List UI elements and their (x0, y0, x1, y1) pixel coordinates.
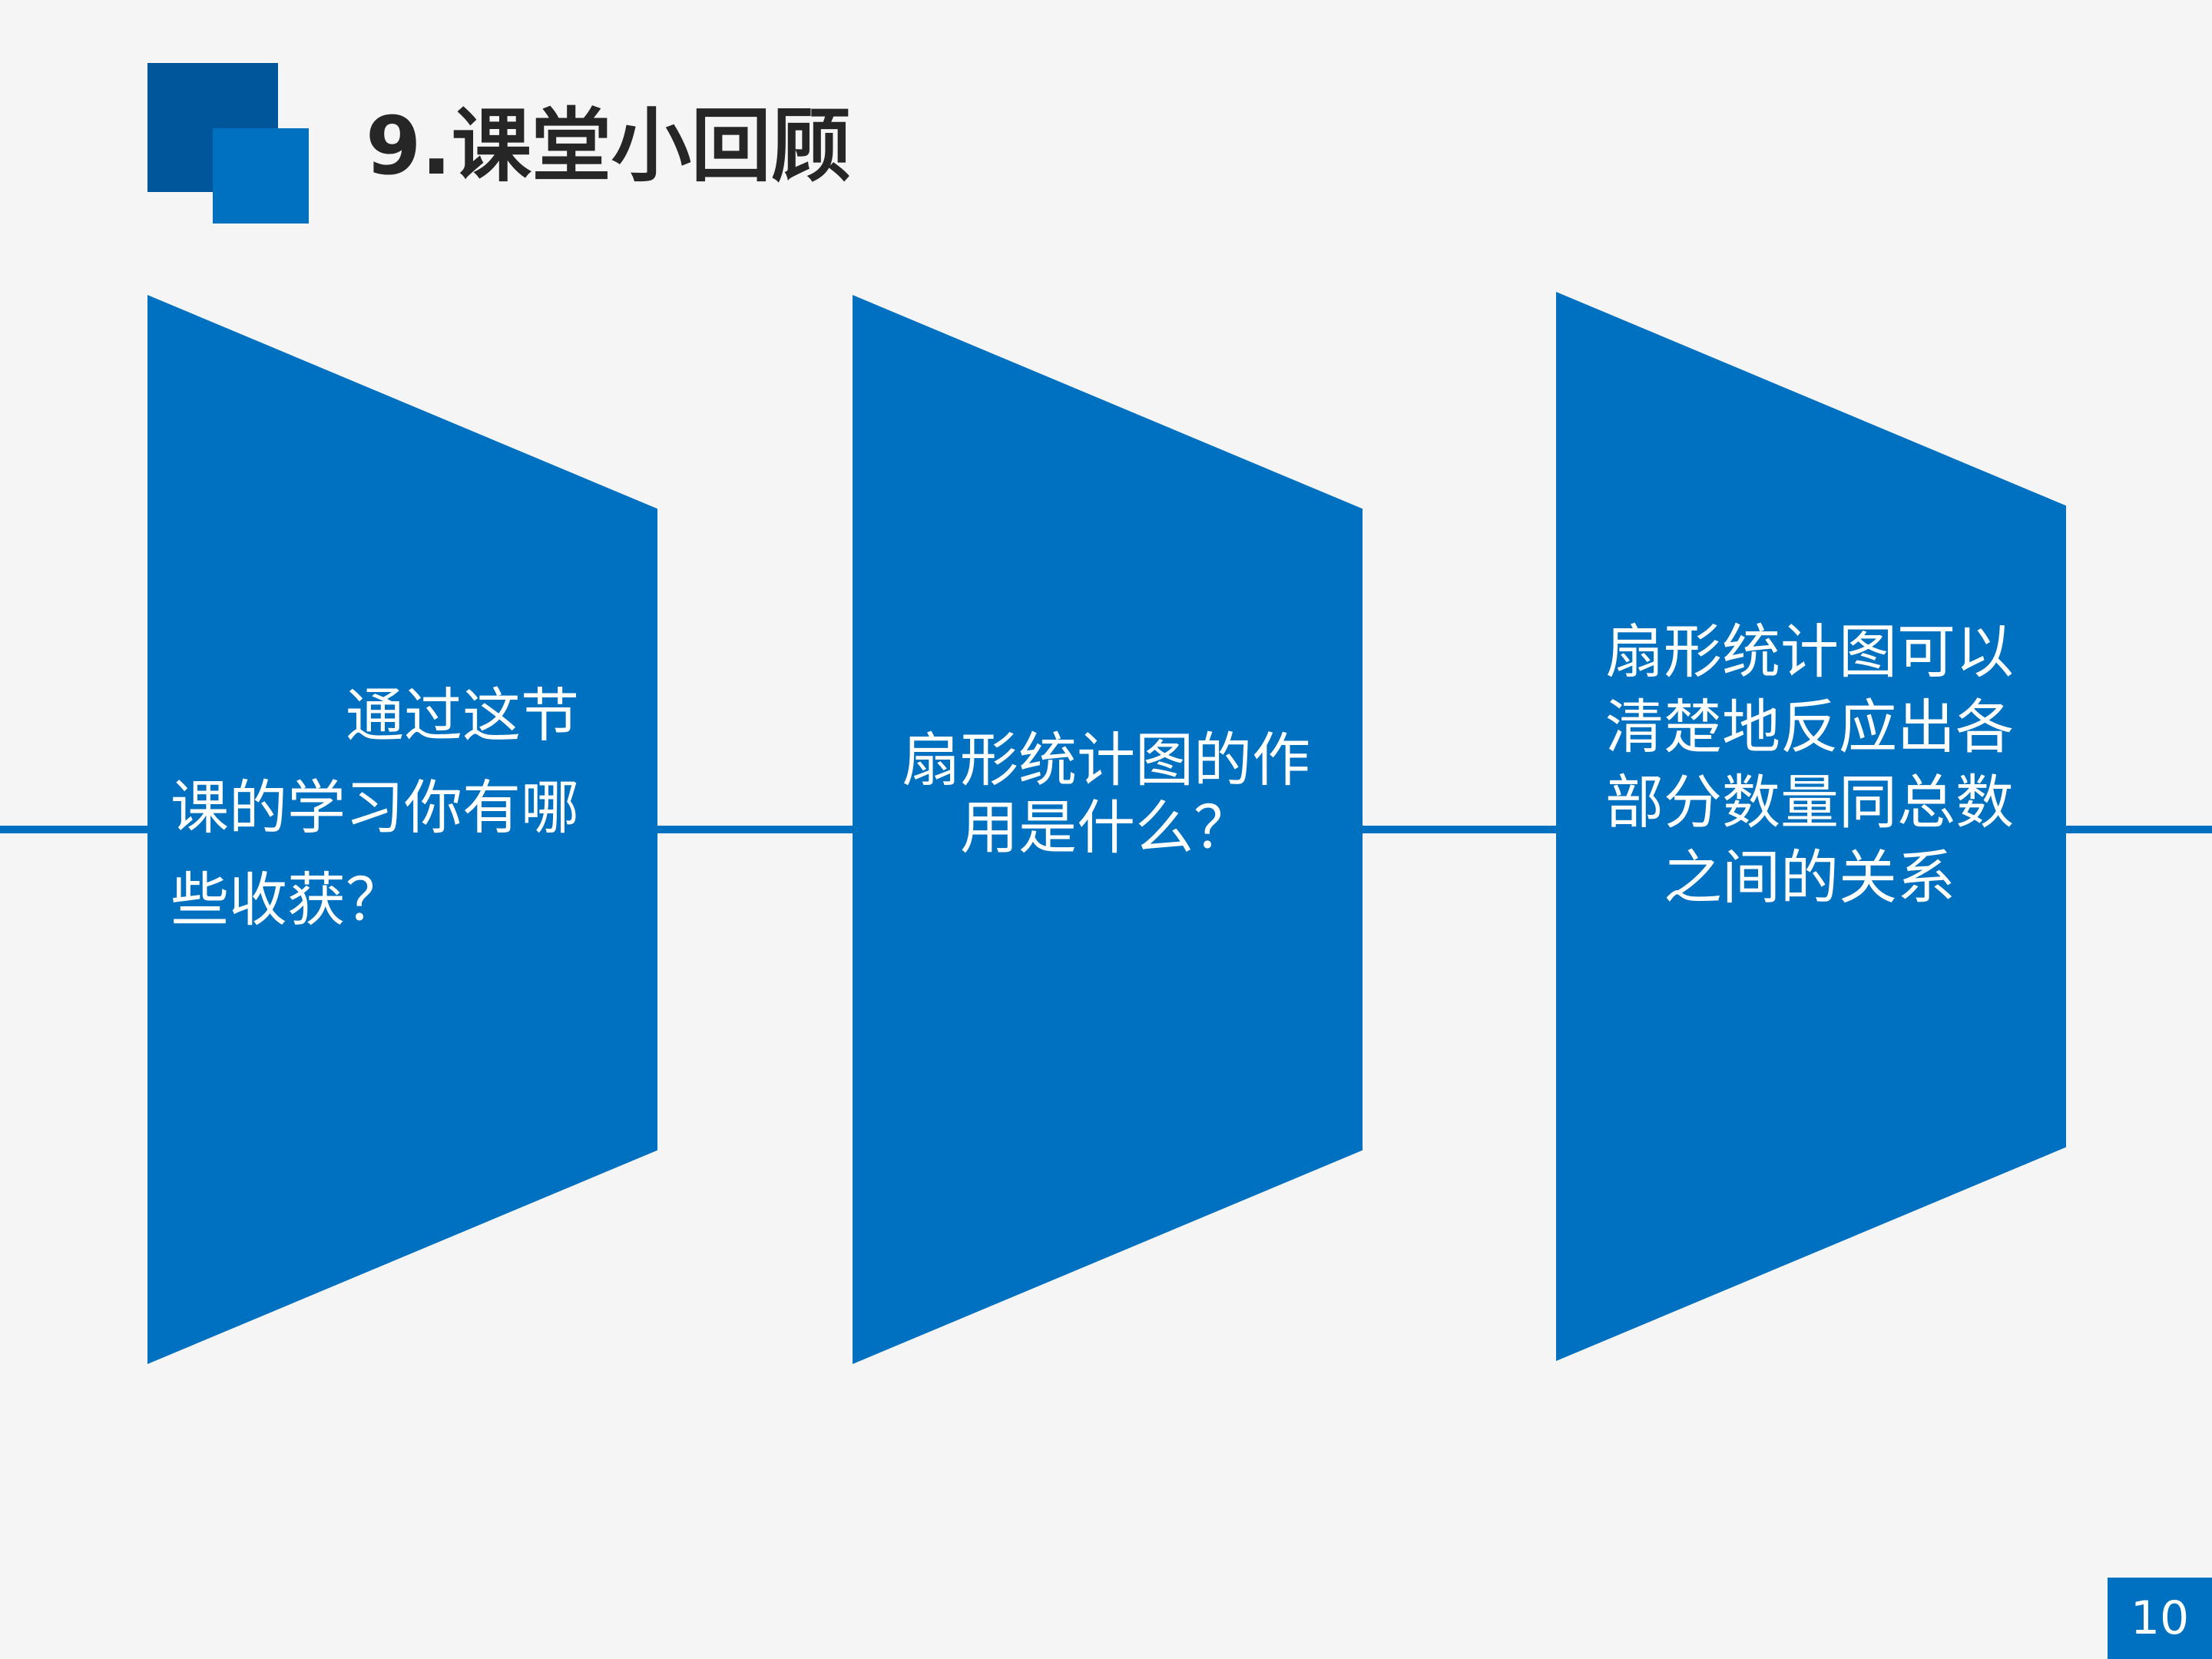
review-card-3-text: 扇形统计图可以清楚地反应出各部分数量同总数之间的关系 (1605, 618, 2014, 912)
review-card-1-text: 通过这节课的学习你有哪些收获？ (171, 681, 579, 934)
title-decoration-square-front (213, 128, 309, 224)
review-card-2: 扇形统计图的作用是什么？ (853, 295, 1363, 1364)
page-number: 10 (2130, 1591, 2190, 1645)
review-card-3: 扇形统计图可以清楚地反应出各部分数量同总数之间的关系 (1556, 292, 2066, 1361)
review-card-1: 通过这节课的学习你有哪些收获？ (147, 295, 657, 1364)
page-title: 9.课堂小回顾 (366, 99, 851, 193)
review-card-2-text: 扇形统计图的作用是什么？ (902, 726, 1310, 862)
page-number-badge: 10 (2108, 1578, 2212, 1659)
